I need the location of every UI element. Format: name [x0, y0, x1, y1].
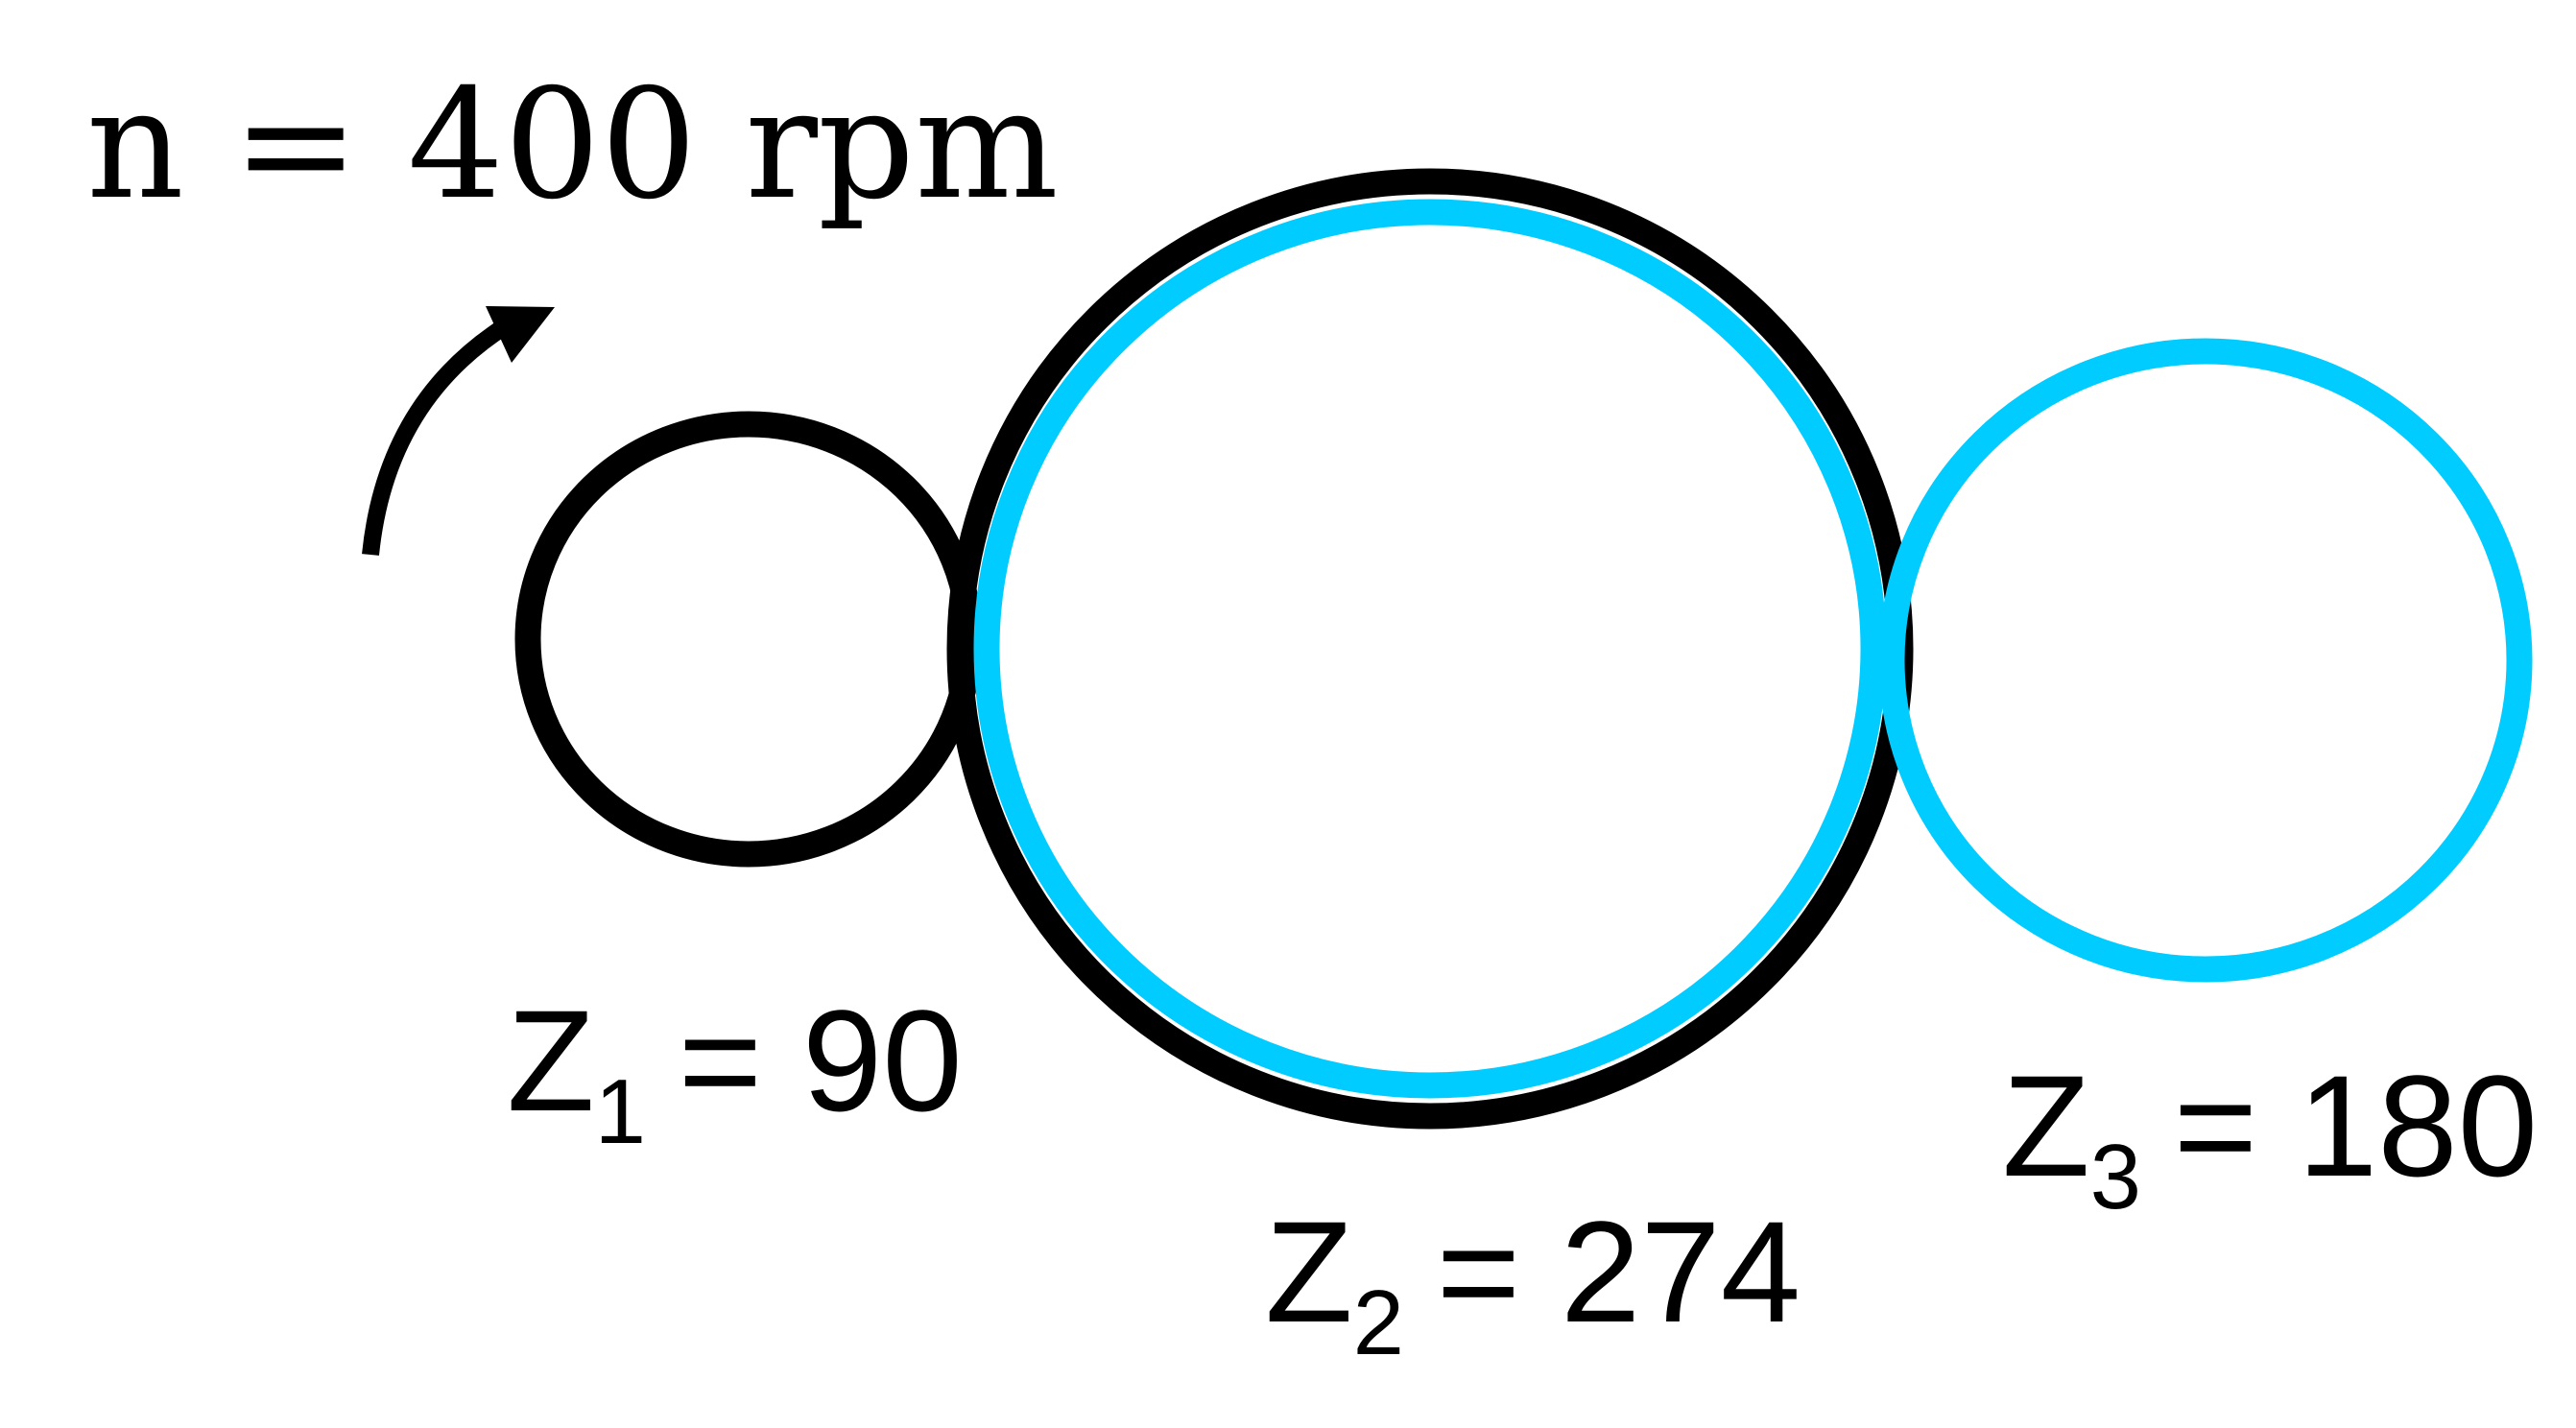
- gear-3-circle: [1878, 338, 2533, 983]
- gear-3-teeth-label: Z3= 180: [2002, 1054, 2538, 1223]
- curved-arrow-icon: [362, 306, 555, 556]
- gear-2-inner-circle: [973, 199, 1887, 1099]
- gear-2-letter: Z: [1265, 1191, 1353, 1352]
- gear-1-teeth-label: Z1= 90: [507, 988, 963, 1157]
- gear-2-value: = 274: [1436, 1191, 1801, 1352]
- gear-2-subscript: 2: [1352, 1271, 1405, 1374]
- arrow-head: [486, 306, 555, 363]
- gear-3-subscript: 3: [2089, 1125, 2142, 1228]
- gear-1-circle: [514, 411, 983, 868]
- gear-3-letter: Z: [2002, 1045, 2090, 1206]
- gear-1-letter: Z: [507, 980, 595, 1141]
- gear-3-value: = 180: [2173, 1045, 2539, 1206]
- gear-1-value: = 90: [678, 980, 963, 1141]
- gear-2-outer-circle: [946, 168, 1914, 1130]
- input-speed-label: n = 400 rpm: [86, 57, 1059, 233]
- arrow-shaft: [362, 319, 510, 556]
- gear-2-teeth-label: Z2= 274: [1265, 1200, 1801, 1368]
- gear-1-subscript: 1: [594, 1059, 647, 1163]
